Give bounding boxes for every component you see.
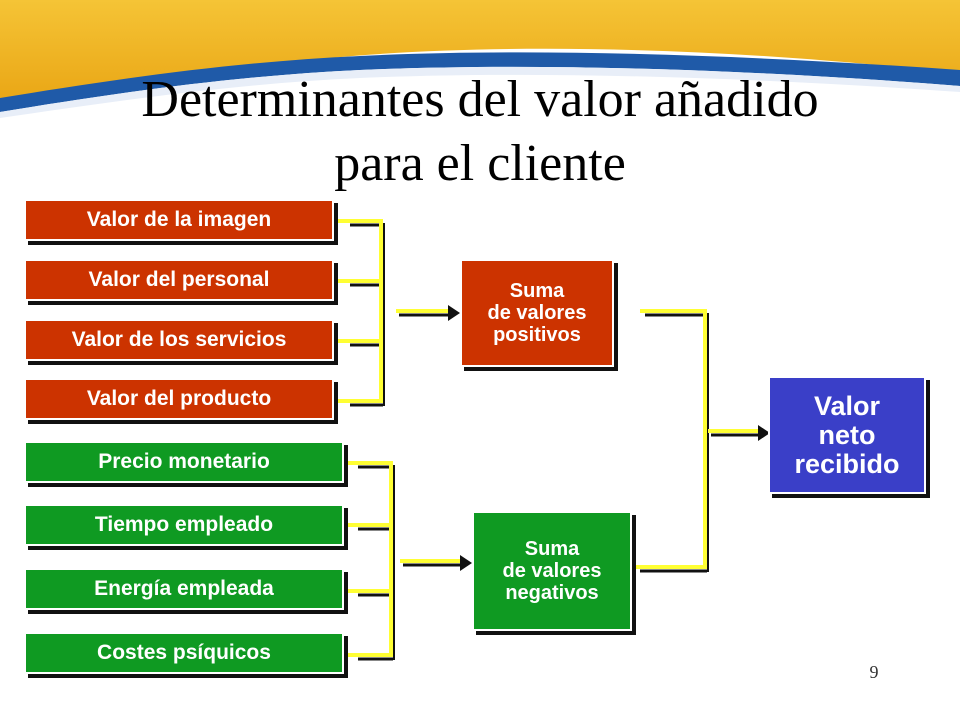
negative-value-box: Costes psíquicos bbox=[24, 632, 344, 674]
positive-value-label: Valor de los servicios bbox=[71, 328, 287, 351]
net-value-box: Valor neto recibido bbox=[768, 376, 926, 494]
negative-value-box: Energía empleada bbox=[24, 568, 344, 610]
negative-value-box: Precio monetario bbox=[24, 441, 344, 483]
sum-negative-line-2: de valores bbox=[502, 560, 602, 582]
page-title: Determinantes del valor añadido para el … bbox=[0, 68, 960, 196]
net-value-line-1: Valor bbox=[813, 390, 881, 421]
sum-positive-line-1: Suma bbox=[509, 280, 565, 302]
net-connectors bbox=[635, 309, 770, 573]
positive-connectors bbox=[336, 219, 460, 407]
page-number: 9 bbox=[869, 662, 879, 682]
negative-value-box: Tiempo empleado bbox=[24, 504, 344, 546]
positive-value-label: Valor de la imagen bbox=[86, 208, 272, 231]
sum-negative-line-1: Suma bbox=[524, 538, 580, 560]
title-line-2: para el cliente bbox=[334, 135, 626, 192]
sum-positive-box: Suma de valores positivos bbox=[460, 259, 614, 367]
positive-value-label: Valor del producto bbox=[86, 387, 272, 410]
sum-negative-box: Suma de valores negativos bbox=[472, 511, 632, 631]
title-line-1: Determinantes del valor añadido bbox=[141, 71, 819, 128]
sum-negative-line-3: negativos bbox=[505, 582, 599, 604]
negative-value-label: Costes psíquicos bbox=[97, 641, 271, 664]
net-value-line-2: neto bbox=[818, 419, 876, 450]
sum-positive-line-2: de valores bbox=[487, 302, 587, 324]
header-banner bbox=[0, 0, 960, 118]
negative-value-label: Precio monetario bbox=[98, 450, 270, 473]
positive-value-box: Valor de la imagen bbox=[24, 199, 334, 241]
net-value-line-3: recibido bbox=[794, 448, 900, 479]
positive-value-box: Valor del producto bbox=[24, 378, 334, 420]
positive-value-box: Valor de los servicios bbox=[24, 319, 334, 361]
positive-value-label: Valor del personal bbox=[88, 268, 270, 291]
sum-positive-line-3: positivos bbox=[493, 324, 581, 346]
negative-value-label: Energía empleada bbox=[94, 577, 274, 600]
positive-value-box: Valor del personal bbox=[24, 259, 334, 301]
negative-connectors bbox=[346, 461, 472, 661]
negative-value-label: Tiempo empleado bbox=[94, 513, 274, 536]
